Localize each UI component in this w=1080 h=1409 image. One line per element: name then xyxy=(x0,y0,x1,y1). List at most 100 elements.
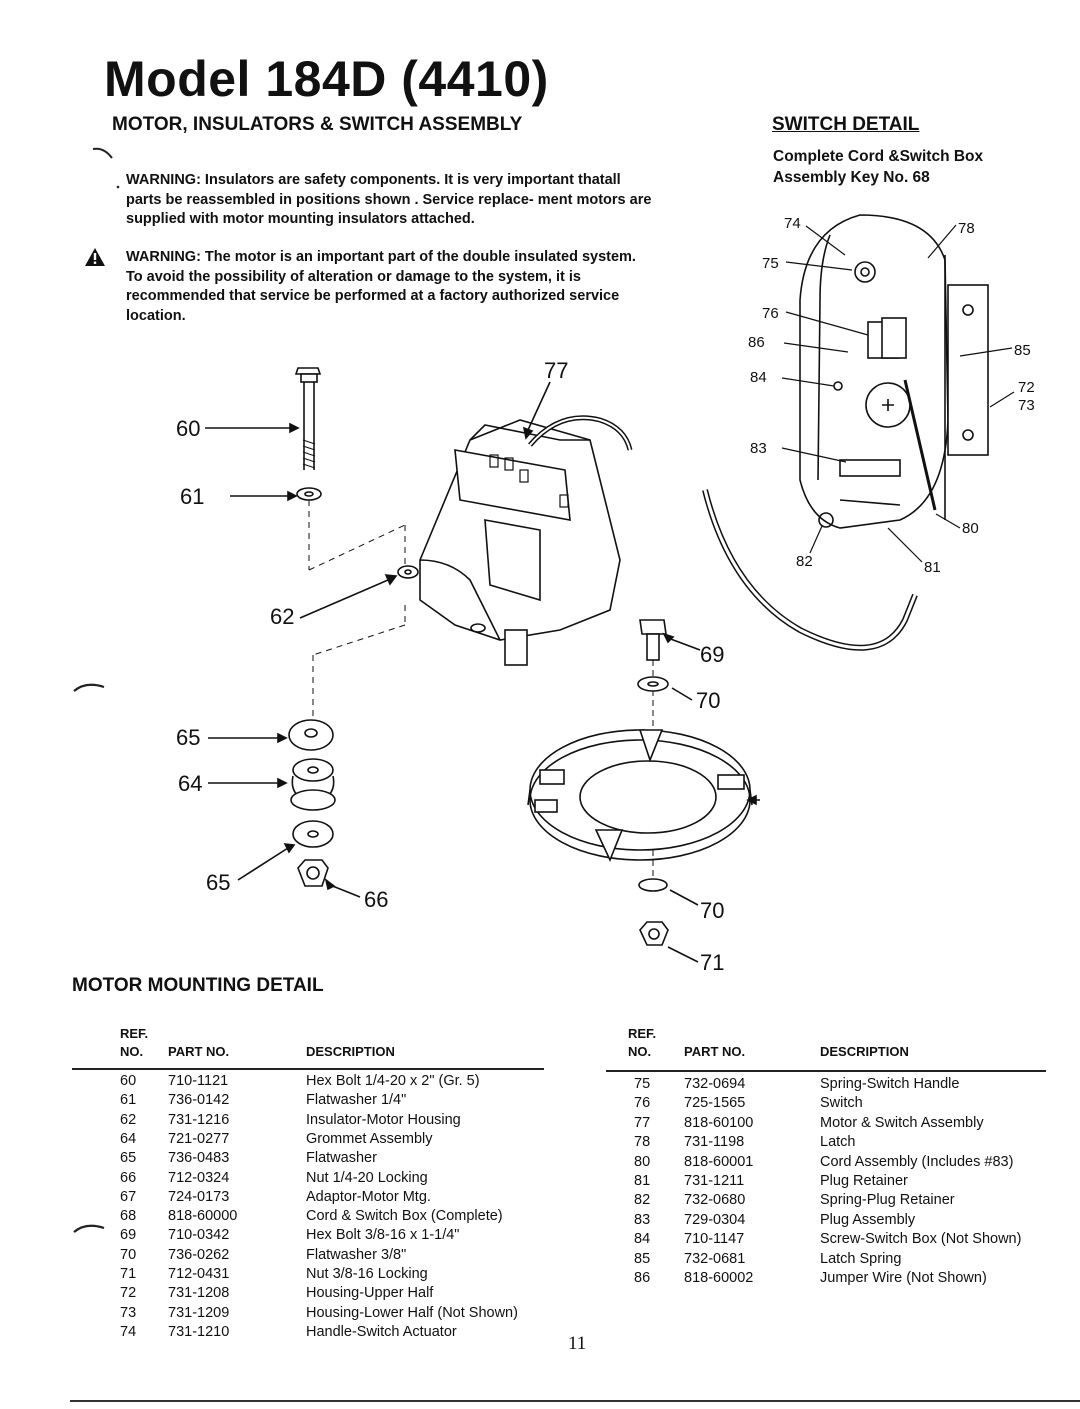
ref-cell: 86 xyxy=(634,1270,651,1286)
label-72: 72 xyxy=(1018,379,1035,396)
label-86: 86 xyxy=(748,334,765,351)
table-rule-right xyxy=(606,1070,1046,1072)
part-number-cell: 712-0324 xyxy=(168,1169,230,1186)
label-84: 84 xyxy=(750,369,767,386)
description-cell: Switch xyxy=(820,1095,863,1112)
ref-cell: 74 xyxy=(120,1323,137,1340)
section-title: MOTOR, INSULATORS & SWITCH ASSEMBLY xyxy=(112,114,523,135)
part-number-cell: 725-1565 xyxy=(684,1095,746,1112)
description-cell: Housing-Upper Half xyxy=(306,1285,434,1302)
description-cell: Plug Assembly xyxy=(820,1211,916,1228)
ref-cell: 73 xyxy=(120,1304,137,1321)
ref-cell: 72 xyxy=(120,1285,137,1302)
part-number-cell: 732-0680 xyxy=(684,1192,746,1209)
label-65: 65 xyxy=(176,725,200,750)
description-cell: Adaptor-Motor Mtg. xyxy=(306,1188,431,1205)
warning-insulators: WARNING: Insulators are safety component… xyxy=(126,172,652,227)
label-85: 85 xyxy=(1014,342,1031,359)
table-rule-left xyxy=(72,1068,544,1070)
part-number-cell: 710-1147 xyxy=(684,1231,745,1248)
description-cell: Flatwasher 1/4" xyxy=(306,1092,407,1109)
part-number-cell: 736-0142 xyxy=(168,1092,230,1109)
header-ref-no-right: REF.NO. xyxy=(628,1026,657,1059)
ref-cell: 66 xyxy=(120,1169,137,1186)
part-number-cell: 721-0277 xyxy=(168,1130,230,1147)
ref-cell: 83 xyxy=(634,1211,651,1228)
bottom-rule xyxy=(70,1400,1080,1402)
ref-cell: 82 xyxy=(634,1192,651,1209)
part-number-cell: 818-60001 xyxy=(684,1153,754,1170)
label-70: 70 xyxy=(696,688,720,713)
page-title: Model 184D (4410) xyxy=(104,51,549,107)
part-number-cell: 732-0694 xyxy=(684,1076,746,1092)
warning-icon xyxy=(85,248,105,266)
description-cell: Latch xyxy=(820,1134,856,1151)
part-number-cell: 724-0173 xyxy=(168,1188,230,1205)
description-cell: Grommet Assembly xyxy=(306,1130,433,1147)
label-83: 83 xyxy=(750,440,767,457)
ref-cell: 65 xyxy=(120,1150,137,1167)
description-cell: Cord Assembly (Includes #83) xyxy=(820,1153,1014,1170)
page-number: 11 xyxy=(568,1333,587,1354)
part-number-cell: 736-0483 xyxy=(168,1150,230,1167)
ref-cell: 78 xyxy=(634,1134,651,1151)
part-number-cell: 731-1209 xyxy=(168,1304,230,1321)
warning-double-insulated: WARNING: The motor is an important part … xyxy=(126,249,636,324)
header-description: DESCRIPTION xyxy=(306,1044,395,1059)
description-cell: Spring-Plug Retainer xyxy=(820,1192,955,1209)
label-75: 75 xyxy=(762,255,779,272)
part-number-cell: 712-0431 xyxy=(168,1266,230,1282)
part-number-cell: 731-1208 xyxy=(168,1285,230,1302)
label-66: 66 xyxy=(364,887,388,912)
ref-cell: 71 xyxy=(120,1266,137,1282)
label-74: 74 xyxy=(784,215,801,232)
description-cell: Latch Spring xyxy=(820,1250,902,1267)
description-cell: Hex Bolt 3/8-16 x 1-1/4" xyxy=(306,1227,460,1244)
label-64: 64 xyxy=(178,771,202,796)
part-number-cell: 731-1211 xyxy=(684,1173,745,1189)
margin-mark xyxy=(92,147,120,189)
header-ref-no: REF.NO. xyxy=(120,1026,149,1059)
ref-cell: 69 xyxy=(120,1227,137,1244)
description-cell: Cord & Switch Box (Complete) xyxy=(306,1208,503,1225)
ref-cell: 64 xyxy=(120,1130,137,1147)
switch-detail-diagram: 74 78 75 76 86 85 84 72 73 83 80 82 81 xyxy=(702,214,1035,651)
label-62: 62 xyxy=(270,604,294,629)
ref-cell: 61 xyxy=(120,1092,137,1109)
part-number-cell: 710-0342 xyxy=(168,1227,230,1244)
label-70-lower: 70 xyxy=(700,898,724,923)
ref-cell: 60 xyxy=(120,1073,137,1089)
label-77: 77 xyxy=(544,358,568,383)
label-82: 82 xyxy=(796,553,813,570)
label-73: 73 xyxy=(1018,397,1035,414)
ref-cell: 75 xyxy=(634,1076,651,1092)
ref-cell: 84 xyxy=(634,1231,651,1248)
part-number-cell: 710-1121 xyxy=(168,1073,229,1089)
label-76: 76 xyxy=(762,305,779,322)
description-cell: Insulator-Motor Housing xyxy=(306,1111,461,1128)
label-65-lower: 65 xyxy=(206,870,230,895)
description-cell: Jumper Wire (Not Shown) xyxy=(820,1270,987,1286)
part-number-cell: 818-60000 xyxy=(168,1208,238,1225)
part-number-cell: 729-0304 xyxy=(684,1211,746,1228)
description-cell: Nut 3/8-16 Locking xyxy=(306,1266,428,1282)
switch-detail-subtitle: Complete Cord &Switch Box Assembly Key N… xyxy=(773,148,984,186)
description-cell: Screw-Switch Box (Not Shown) xyxy=(820,1231,1022,1248)
label-69: 69 xyxy=(700,642,724,667)
header-part-no-right: PART NO. xyxy=(684,1044,746,1059)
description-cell: Plug Retainer xyxy=(820,1173,908,1189)
header-description-right: DESCRIPTION xyxy=(820,1044,909,1059)
description-cell: Flatwasher xyxy=(306,1150,377,1167)
part-number-cell: 731-1198 xyxy=(684,1134,745,1151)
ref-cell: 85 xyxy=(634,1250,651,1267)
margin-mark xyxy=(73,1224,105,1233)
ref-cell: 76 xyxy=(634,1095,651,1112)
motor-mounting-diagram: 77 60 61 62 65 64 65 66 69 70 67 70 71 xyxy=(176,358,760,975)
ref-cell: 80 xyxy=(634,1153,651,1170)
description-cell: Hex Bolt 1/4-20 x 2" (Gr. 5) xyxy=(306,1073,480,1089)
label-61: 61 xyxy=(180,484,204,509)
part-number-cell: 736-0262 xyxy=(168,1246,230,1263)
ref-cell: 67 xyxy=(120,1188,137,1205)
label-60: 60 xyxy=(176,416,200,441)
label-78: 78 xyxy=(958,220,975,237)
